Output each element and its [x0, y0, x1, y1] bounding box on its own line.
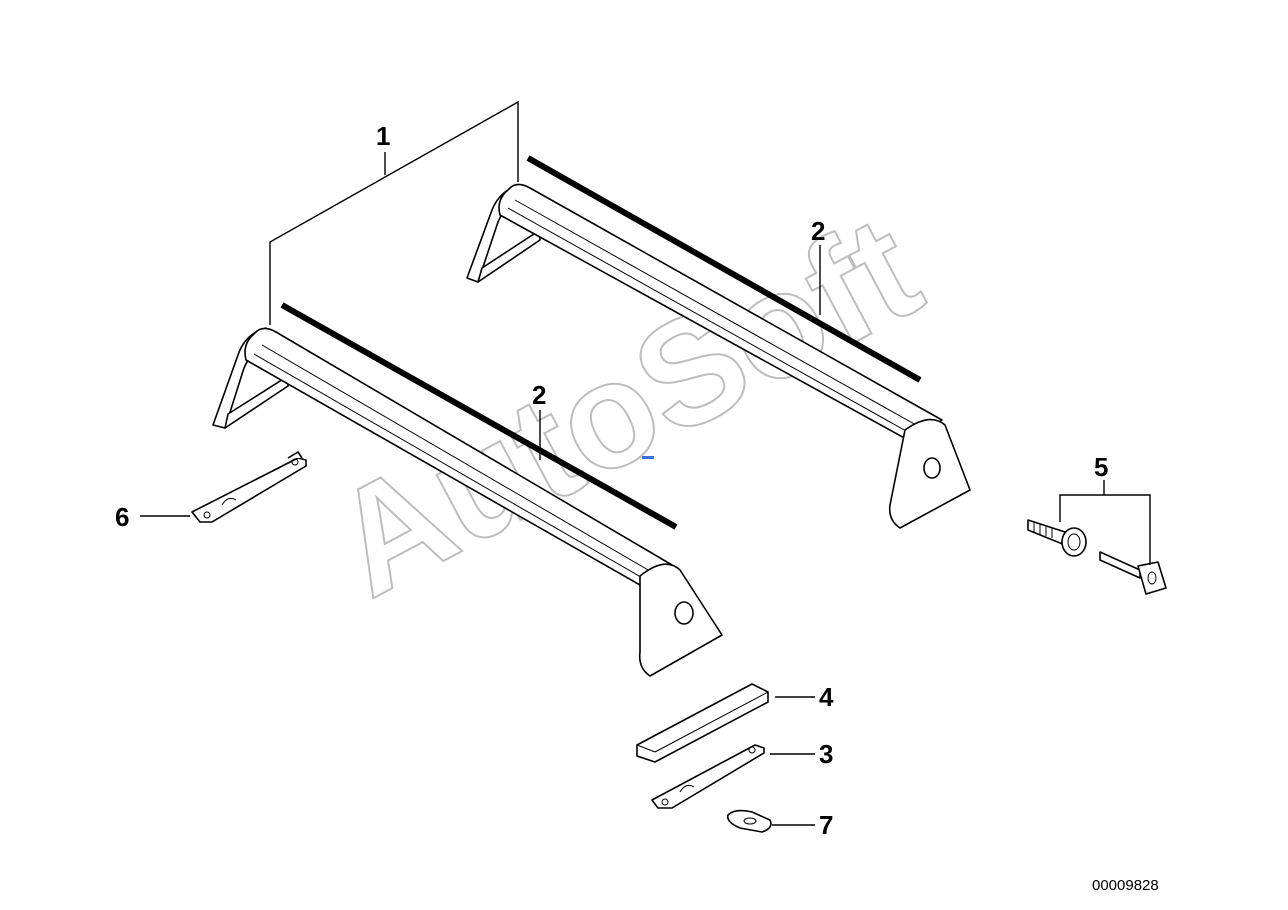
callout-6: 6 — [115, 502, 129, 532]
callout-5: 5 — [1094, 452, 1108, 482]
front-roof-bar — [212, 327, 723, 677]
document-number: 00009828 — [1092, 877, 1159, 894]
callout-5-bracket — [1059, 494, 1151, 565]
rear-roof-bar — [466, 183, 971, 529]
callout-7: 7 — [819, 810, 833, 840]
rubber-strip-front — [280, 302, 678, 530]
washer — [726, 809, 772, 833]
rubber-pad — [636, 683, 769, 763]
callout-1: 1 — [376, 121, 390, 151]
rubber-strip-rear — [526, 155, 922, 383]
callout-1-bracket — [269, 100, 519, 325]
callout-2-rear: 2 — [811, 216, 825, 246]
mounting-plate-left — [191, 451, 307, 523]
callout-3: 3 — [819, 739, 833, 769]
lock-and-key — [1027, 519, 1167, 595]
callout-4: 4 — [819, 682, 834, 712]
marker — [642, 456, 654, 459]
callout-2-front: 2 — [532, 380, 546, 410]
mounting-plate — [651, 744, 765, 809]
